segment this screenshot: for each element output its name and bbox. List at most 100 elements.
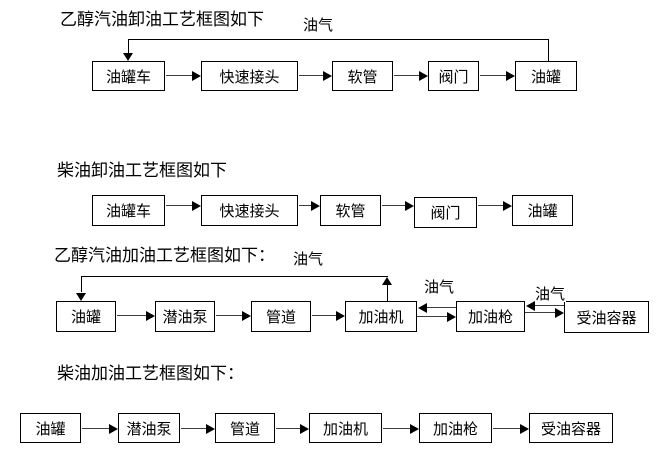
node-dispenser: 加油机: [345, 301, 417, 332]
arrow-shaft: [394, 75, 419, 76]
node-receiving-container: 受油容器: [564, 301, 649, 333]
vapor-return-line-drop: [81, 276, 82, 292]
arrowhead-right-icon: [405, 201, 414, 211]
arrowhead-right-icon: [311, 201, 320, 211]
node-label: 加油枪: [467, 309, 513, 326]
arrowhead-right-icon: [410, 424, 419, 434]
arrowhead-right-icon: [506, 71, 515, 81]
arrowhead-right-icon: [242, 311, 251, 321]
node-label: 加油机: [322, 420, 368, 438]
node-label: 加油枪: [432, 420, 478, 438]
arrowhead-right-icon: [503, 201, 512, 211]
node-label: 受油容器: [576, 309, 637, 327]
arrowhead-right-icon: [109, 424, 118, 434]
node-nozzle: 加油枪: [419, 413, 492, 443]
node-quick-coupling: 快速接头: [201, 195, 298, 226]
arrowhead-down-icon: [76, 293, 86, 301]
node-label: 软管: [347, 68, 378, 86]
arrow-shaft: [117, 315, 146, 316]
node-submersible-pump: 潜油泵: [155, 301, 215, 332]
arrow-shaft: [299, 205, 311, 206]
arrow-shaft: [166, 75, 192, 76]
section-title: 乙醇汽油加油工艺框图如下：: [54, 246, 275, 265]
node-label: 快速接头: [219, 203, 280, 220]
vapor-label: 油气: [423, 279, 456, 296]
node-hose: 软管: [332, 61, 393, 91]
vapor-return-line: [128, 39, 548, 40]
node-oil-tank: 油罐: [512, 195, 573, 226]
node-quick-coupling: 快速接头: [201, 61, 298, 91]
arrowhead-left-icon: [418, 303, 427, 313]
node-hose: 软管: [320, 195, 381, 226]
arrow-shaft: [276, 428, 300, 429]
node-label: 油罐: [530, 68, 561, 86]
arrowhead-right-icon: [206, 424, 215, 434]
arrow-shaft: [480, 75, 506, 76]
node-valve: 阀门: [414, 197, 477, 228]
arrowhead-down-icon: [123, 53, 133, 61]
arrowhead-right-icon: [146, 311, 155, 321]
arrow-shaft: [383, 428, 410, 429]
node-label: 油罐: [35, 420, 66, 438]
arrow-shaft: [312, 315, 336, 316]
vapor-label: 油气: [534, 286, 567, 303]
node-tank-truck: 油罐车: [92, 61, 165, 91]
arrowhead-right-icon: [520, 424, 529, 434]
arrow-shaft: [166, 205, 192, 206]
node-oil-tank: 油罐: [56, 301, 116, 332]
vapor-return-line: [81, 276, 388, 277]
arrow-shaft: [216, 315, 242, 316]
node-nozzle: 加油枪: [456, 301, 525, 332]
arrowhead-right-icon: [300, 424, 309, 434]
node-dispenser: 加油机: [309, 413, 382, 443]
section-title: 乙醇汽油卸油工艺框图如下: [60, 10, 264, 29]
arrow-shaft: [299, 75, 323, 76]
arrow-shaft: [525, 312, 555, 313]
node-label: 潜油泵: [162, 309, 208, 326]
node-pipeline: 管道: [251, 301, 311, 332]
vapor-return-line-drop: [128, 39, 129, 53]
node-label: 管道: [265, 309, 296, 326]
arrowhead-right-icon: [447, 312, 456, 322]
node-label: 油罐车: [105, 203, 151, 220]
node-pipeline: 管道: [215, 413, 275, 443]
vapor-label: 油气: [302, 17, 335, 34]
node-tank-truck: 油罐车: [92, 195, 165, 226]
node-label: 快速接头: [219, 68, 280, 86]
node-label: 软管: [335, 203, 366, 220]
vapor-return-line-rise: [548, 39, 549, 61]
arrow-shaft: [82, 428, 109, 429]
node-label: 阀门: [430, 205, 461, 222]
arrowhead-right-icon: [419, 71, 428, 81]
arrowhead-right-icon: [323, 71, 332, 81]
node-label: 受油容器: [540, 420, 601, 438]
node-label: 油罐: [70, 309, 101, 326]
vapor-return-line-rise: [387, 285, 388, 301]
arrow-shaft: [493, 428, 520, 429]
node-label: 加油机: [358, 309, 404, 326]
arrow-shaft: [181, 428, 206, 429]
node-label: 管道: [229, 420, 260, 438]
arrowhead-left-icon: [526, 301, 535, 311]
vapor-label: 油气: [292, 251, 325, 268]
node-submersible-pump: 潜油泵: [118, 413, 180, 443]
node-valve: 阀门: [428, 61, 479, 91]
node-label: 潜油泵: [126, 420, 172, 438]
arrow-shaft: [535, 305, 564, 306]
arrowhead-right-icon: [336, 311, 345, 321]
section-title: 柴油加油工艺框图如下：: [57, 364, 244, 383]
arrow-shaft: [427, 307, 456, 308]
node-receiving-container: 受油容器: [529, 413, 613, 443]
arrowhead-up-icon: [382, 277, 392, 285]
arrow-shaft: [382, 205, 405, 206]
node-label: 阀门: [438, 68, 469, 86]
arrowhead-right-icon: [555, 308, 564, 318]
arrow-shaft: [478, 205, 503, 206]
node-label: 油罐车: [105, 68, 151, 86]
node-oil-tank: 油罐: [515, 61, 577, 91]
arrowhead-right-icon: [192, 71, 201, 81]
section-title: 柴油卸油工艺框图如下: [57, 161, 227, 180]
node-oil-tank: 油罐: [20, 413, 81, 443]
node-label: 油罐: [527, 203, 558, 220]
